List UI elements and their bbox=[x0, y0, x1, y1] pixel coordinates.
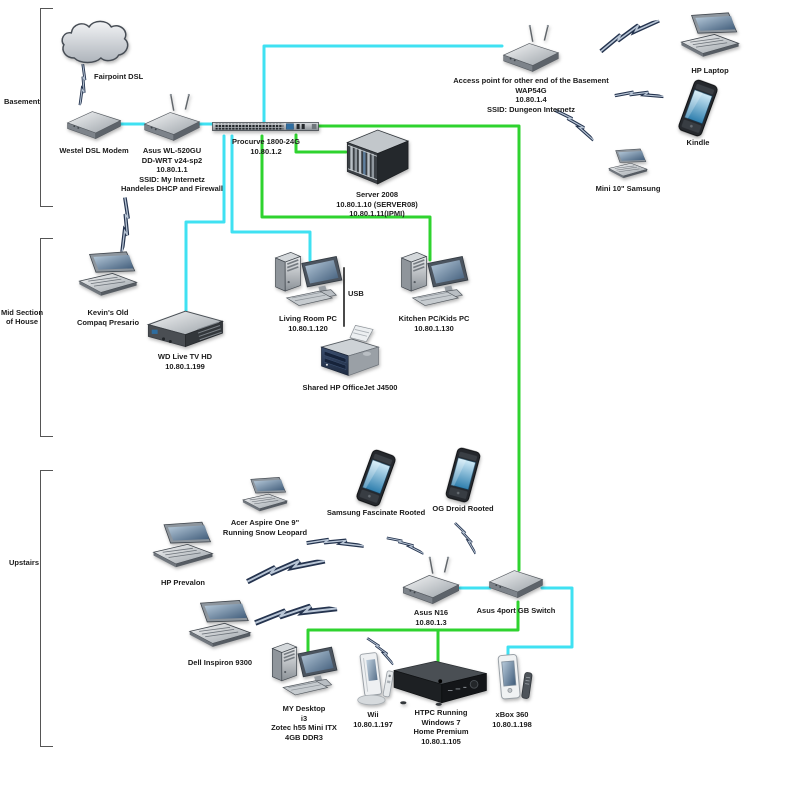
netbook-icon bbox=[602, 148, 654, 182]
link-switch-gbswitch bbox=[316, 124, 521, 572]
node-internet-cloud bbox=[58, 14, 132, 68]
rack-switch-icon bbox=[212, 118, 320, 135]
node-mini-samsung: Mini 10" Samsung bbox=[588, 148, 668, 194]
link-switch-kitchen-pc bbox=[260, 134, 432, 262]
netbook-icon bbox=[238, 476, 292, 516]
procurve-switch-label: Procurve 1800-24G 10.80.1.2 bbox=[232, 137, 300, 156]
node-kevins-compaq: Kevin's Old Compaq Presario bbox=[66, 246, 150, 327]
wap54g-label: Access point for other end of the Baseme… bbox=[453, 76, 609, 114]
modem-icon bbox=[63, 104, 125, 144]
node-hp-laptop: HP Laptop bbox=[672, 10, 748, 76]
node-hp-prevalon: HP Prevalon bbox=[144, 518, 222, 588]
node-kitchen-pc: Kitchen PC/Kids PC 10.80.1.130 bbox=[394, 248, 474, 333]
node-og-droid: OG Droid Rooted bbox=[428, 448, 498, 514]
dell-inspiron-label: Dell Inspiron 9300 bbox=[187, 658, 253, 667]
smartphone-icon bbox=[439, 444, 488, 505]
asus-n16-label: Asus N16 10.80.1.3 bbox=[413, 608, 449, 627]
wireless-link-prevalon-n16-icon bbox=[241, 556, 330, 589]
set-top-box-icon bbox=[145, 306, 225, 350]
midsection-bracket bbox=[40, 238, 53, 437]
kindle-label: Kindle bbox=[686, 138, 710, 147]
node-wap54g-access-point: Access point for other end of the Baseme… bbox=[446, 24, 616, 114]
link-switch-wdlivetv bbox=[184, 134, 226, 316]
laptop-icon bbox=[183, 596, 257, 656]
node-kindle: Kindle bbox=[668, 80, 728, 148]
kitchen-pc-label: Kitchen PC/Kids PC 10.80.1.130 bbox=[398, 314, 470, 333]
my-desktop-label: MY Desktop i3 Zotec h55 Mini ITX 4GB DDR… bbox=[271, 704, 337, 742]
asus-wl520gu-label: Asus WL-520GU DD-WRT v24-sp2 10.80.1.1 S… bbox=[121, 146, 223, 194]
section-label-upstairs: Upstairs bbox=[8, 558, 39, 567]
wd-live-tv-label: WD Live TV HD 10.80.1.199 bbox=[157, 352, 213, 371]
node-dell-inspiron: Dell Inspiron 9300 bbox=[180, 596, 260, 668]
kevins-compaq-label: Kevin's Old Compaq Presario bbox=[76, 308, 140, 327]
laptop-icon bbox=[73, 246, 143, 306]
samsung-fascinate-label: Samsung Fascinate Rooted bbox=[326, 508, 426, 517]
desktop-pc-icon bbox=[267, 638, 341, 702]
section-label-midsection: Mid Section of House bbox=[0, 308, 44, 326]
wireless-router-icon bbox=[140, 92, 204, 144]
node-samsung-fascinate: Samsung Fascinate Rooted bbox=[326, 450, 426, 518]
node-acer-aspire-one: Acer Aspire One 9" Running Snow Leopard bbox=[218, 476, 312, 537]
node-server-2008: Server 2008 10.80.1.10 (SERVER08) 10.80.… bbox=[318, 128, 436, 219]
westel-dsl-modem-label: Westel DSL Modem bbox=[59, 146, 129, 155]
desktop-pc-icon bbox=[270, 248, 346, 312]
node-wii: Wii 10.80.1.197 bbox=[344, 650, 402, 729]
link-switch-livingroom-pc bbox=[230, 134, 312, 262]
laptop-icon bbox=[675, 10, 745, 64]
laptop-icon bbox=[147, 518, 219, 576]
usb-label: USB bbox=[348, 289, 364, 298]
node-asus-wl520gu: Asus WL-520GU DD-WRT v24-sp2 10.80.1.1 S… bbox=[120, 92, 224, 194]
printer-icon bbox=[316, 324, 384, 381]
acer-aspire-label: Acer Aspire One 9" Running Snow Leopard bbox=[222, 518, 308, 537]
link-switch-wap54g bbox=[262, 44, 504, 124]
fairpoint-dsl-label: Fairpoint DSL bbox=[94, 72, 144, 81]
access-point-icon bbox=[499, 24, 563, 74]
switch-icon bbox=[485, 562, 547, 604]
node-procurve-switch: Procurve 1800-24G 10.80.1.2 bbox=[210, 118, 322, 156]
node-westel-dsl-modem: Westel DSL Modem bbox=[56, 104, 132, 156]
node-asus-4port-switch: Asus 4port GB Switch bbox=[470, 562, 562, 616]
htpc-icon bbox=[391, 658, 491, 706]
node-hp-officejet: Shared HP OfficeJet J4500 bbox=[296, 324, 404, 393]
link-switch-server bbox=[294, 133, 348, 154]
upstairs-bracket bbox=[40, 470, 53, 747]
xbox-console-icon bbox=[486, 650, 538, 708]
node-wd-live-tv: WD Live TV HD 10.80.1.199 bbox=[142, 306, 228, 371]
hp-officejet-label: Shared HP OfficeJet J4500 bbox=[302, 383, 398, 392]
node-htpc: HTPC Running Windows 7 Home Premium 10.8… bbox=[390, 658, 492, 746]
og-droid-label: OG Droid Rooted bbox=[432, 504, 494, 513]
hp-prevalon-label: HP Prevalon bbox=[160, 578, 206, 587]
node-asus-n16: Asus N16 10.80.1.3 bbox=[392, 556, 470, 627]
xbox-360-label: xBox 360 10.80.1.198 bbox=[492, 710, 532, 729]
cloud-icon bbox=[58, 14, 132, 68]
link-gbswitch-xbox bbox=[506, 586, 574, 668]
basement-bracket bbox=[40, 8, 53, 207]
server-2008-label: Server 2008 10.80.1.10 (SERVER08) 10.80.… bbox=[336, 190, 418, 219]
living-room-pc-label: Living Room PC 10.80.1.120 bbox=[279, 314, 337, 333]
desktop-pc-icon bbox=[396, 248, 472, 312]
hp-laptop-label: HP Laptop bbox=[691, 66, 729, 75]
htpc-label: HTPC Running Windows 7 Home Premium 10.8… bbox=[413, 708, 469, 746]
mini-samsung-label: Mini 10" Samsung bbox=[595, 184, 661, 193]
asus-4port-switch-label: Asus 4port GB Switch bbox=[476, 606, 556, 615]
node-xbox-360: xBox 360 10.80.1.198 bbox=[482, 650, 542, 729]
handheld-icon bbox=[672, 76, 723, 140]
node-living-room-pc: Living Room PC 10.80.1.120 bbox=[268, 248, 348, 333]
node-my-desktop: MY Desktop i3 Zotec h55 Mini ITX 4GB DDR… bbox=[266, 638, 342, 742]
section-label-basement: Basement bbox=[4, 97, 40, 106]
server-icon bbox=[339, 128, 415, 188]
smartphone-icon bbox=[350, 446, 403, 511]
wireless-router-icon bbox=[398, 556, 464, 606]
wii-label: Wii 10.80.1.197 bbox=[353, 710, 393, 729]
link-gbswitch-mydesktop bbox=[306, 600, 520, 654]
